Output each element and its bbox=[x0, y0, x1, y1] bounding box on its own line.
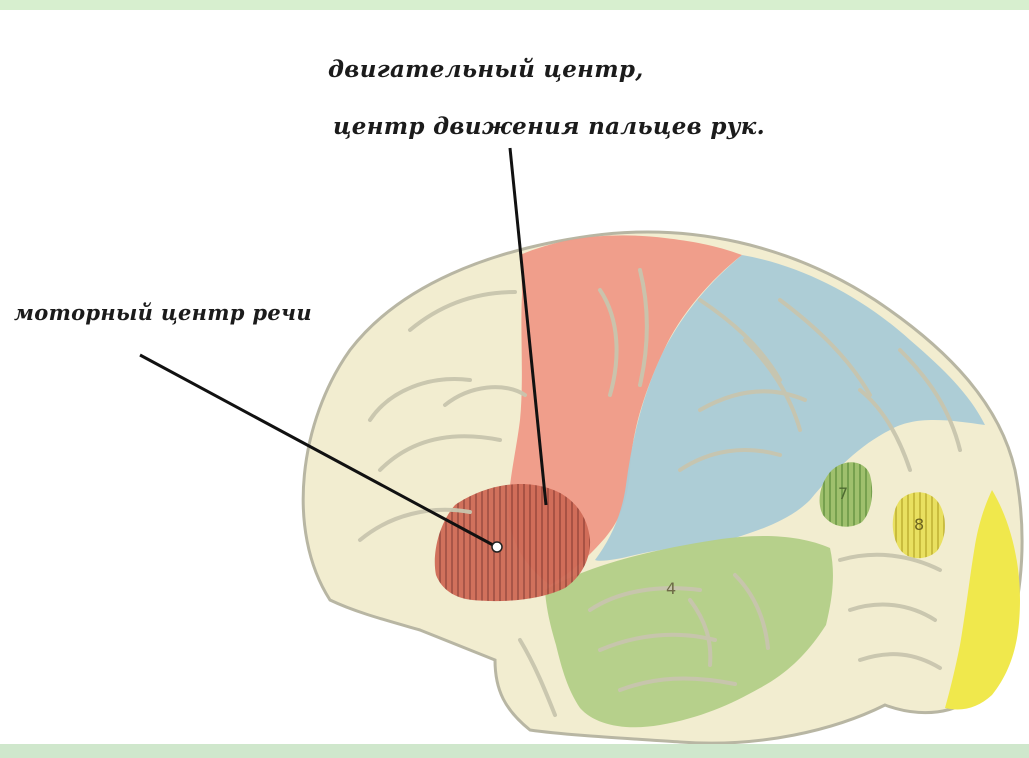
speech-motor-center-label: моторный центр речи bbox=[14, 300, 312, 325]
zone-4-label: 4 bbox=[666, 579, 676, 598]
motor-center-label-line-1: двигательный центр, bbox=[328, 56, 644, 83]
bottom-border-band bbox=[0, 744, 1029, 758]
zone-7-label: 7 bbox=[838, 484, 848, 503]
motor-center-label-line-2: центр движения пальцев рук. bbox=[333, 113, 765, 140]
speech-center-marker bbox=[492, 542, 502, 552]
zone-8-label: 8 bbox=[914, 515, 924, 534]
